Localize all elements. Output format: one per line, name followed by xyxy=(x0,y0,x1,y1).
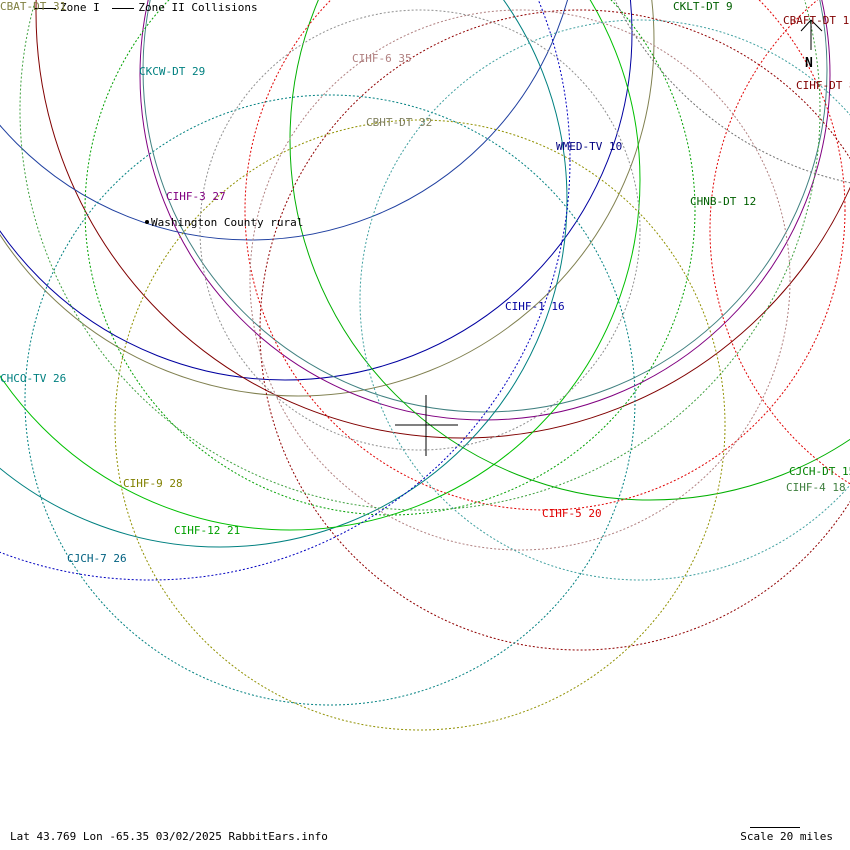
dotted-circle-cbaft xyxy=(259,9,850,651)
dotted-circle-cihf-6 xyxy=(249,9,791,551)
location-label: Washington County rural xyxy=(151,216,304,229)
station-label[interactable]: CIHF-1 16 xyxy=(505,300,565,313)
station-label[interactable]: CHNB-DT 12 xyxy=(690,195,757,208)
station-label[interactable]: CJCH-7 26 xyxy=(67,552,127,565)
footer-coordinates: Lat 43.769 Lon -65.35 03/02/2025 RabbitE… xyxy=(10,830,328,843)
dotted-circle-cihf-5 xyxy=(244,0,846,511)
dotted-circle-cihf-9 xyxy=(114,119,726,731)
legend: Zone I Zone II Collisions xyxy=(28,1,258,14)
dotted-circle-chco xyxy=(24,94,636,706)
zone-circle-cihf-8 xyxy=(35,0,850,439)
north-arrow-icon xyxy=(800,19,823,50)
station-label[interactable]: CBAT-DT 31 xyxy=(0,0,67,13)
zone-circle-cihf-3 xyxy=(139,0,831,421)
north-label: N xyxy=(805,56,813,71)
station-label[interactable]: CIHF-3 27 xyxy=(166,190,226,203)
dotted-circle-cjch-7 xyxy=(0,0,571,581)
station-label[interactable]: CJCH-DT 15 xyxy=(789,465,850,478)
station-label[interactable]: CIHF-5 20 xyxy=(542,507,602,520)
zone-circle-ckcw xyxy=(142,0,828,413)
zone-circle-wmed xyxy=(0,0,633,381)
scale-bar xyxy=(750,827,800,828)
legend-zone1: Zone I xyxy=(60,1,100,14)
scale-label: Scale 20 miles xyxy=(740,830,833,843)
station-label[interactable]: WMED-TV 10 xyxy=(556,140,623,153)
dotted-circle-cklt xyxy=(84,0,696,516)
zone1-line-icon xyxy=(34,7,56,9)
station-label[interactable]: CIHF-12 21 xyxy=(174,524,241,537)
dotted-circle-cbht xyxy=(199,9,641,451)
station-label[interactable]: CIHF-6 35 xyxy=(352,52,412,65)
zone-circle-cihf-12 xyxy=(0,0,641,531)
zone2-line-icon xyxy=(112,7,135,9)
zone-circle-cjch-dt xyxy=(289,0,850,501)
station-label[interactable]: CIHF-DT 8 xyxy=(796,79,850,92)
station-label[interactable]: CHCO-TV 26 xyxy=(0,372,67,385)
legend-zone2: Zone II Collisions xyxy=(138,1,258,14)
location-marker-icon xyxy=(145,220,149,224)
station-label[interactable]: CBHT-DT 32 xyxy=(366,116,433,129)
dotted-circle-cihf-4 xyxy=(19,0,821,511)
station-label[interactable]: CIHF-9 28 xyxy=(123,477,183,490)
zone-circle-cjch-7 xyxy=(0,0,568,548)
dotted-circle-chnb-2 xyxy=(614,0,850,184)
station-label[interactable]: CBAFT-DT 11 xyxy=(783,14,850,27)
station-label[interactable]: CKLT-DT 9 xyxy=(673,0,733,13)
zone-circle-cihf-1 xyxy=(0,0,568,241)
zone-circle-cbht xyxy=(0,0,655,397)
station-label[interactable]: CKCW-DT 29 xyxy=(139,65,206,78)
station-label[interactable]: CIHF-4 18 xyxy=(786,481,846,494)
